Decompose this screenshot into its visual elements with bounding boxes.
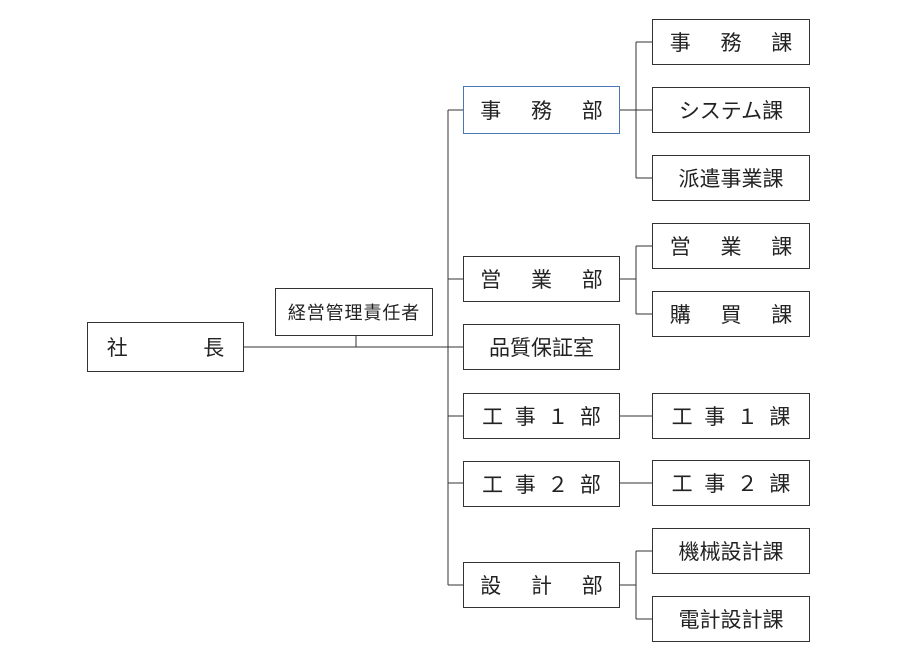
- org-node-dept-design[interactable]: 設 計 部: [463, 562, 620, 608]
- org-node-section-systems[interactable]: システム課: [652, 87, 810, 133]
- org-node-section-construction-2[interactable]: 工事２課: [652, 460, 810, 506]
- org-node-section-electrical-design[interactable]: 電計設計課: [652, 596, 810, 642]
- org-node-dept-sales[interactable]: 営 業 部: [463, 256, 620, 302]
- org-node-section-construction-1[interactable]: 工事１課: [652, 393, 810, 439]
- org-node-dept-construction-2[interactable]: 工事２部: [463, 461, 620, 507]
- org-node-management-rep[interactable]: 経営管理責任者: [275, 288, 433, 336]
- org-node-section-sales[interactable]: 営 業 課: [652, 223, 810, 269]
- org-node-dept-admin[interactable]: 事 務 部: [463, 86, 620, 134]
- org-node-section-purchasing[interactable]: 購 買 課: [652, 291, 810, 337]
- org-node-dept-construction-1[interactable]: 工事１部: [463, 393, 620, 439]
- org-node-dept-quality[interactable]: 品質保証室: [463, 324, 620, 370]
- org-node-president[interactable]: 社 長: [87, 322, 244, 372]
- org-node-section-mechanical-design[interactable]: 機械設計課: [652, 528, 810, 574]
- org-node-section-admin[interactable]: 事 務 課: [652, 19, 810, 65]
- org-node-section-staffing[interactable]: 派遣事業課: [652, 155, 810, 201]
